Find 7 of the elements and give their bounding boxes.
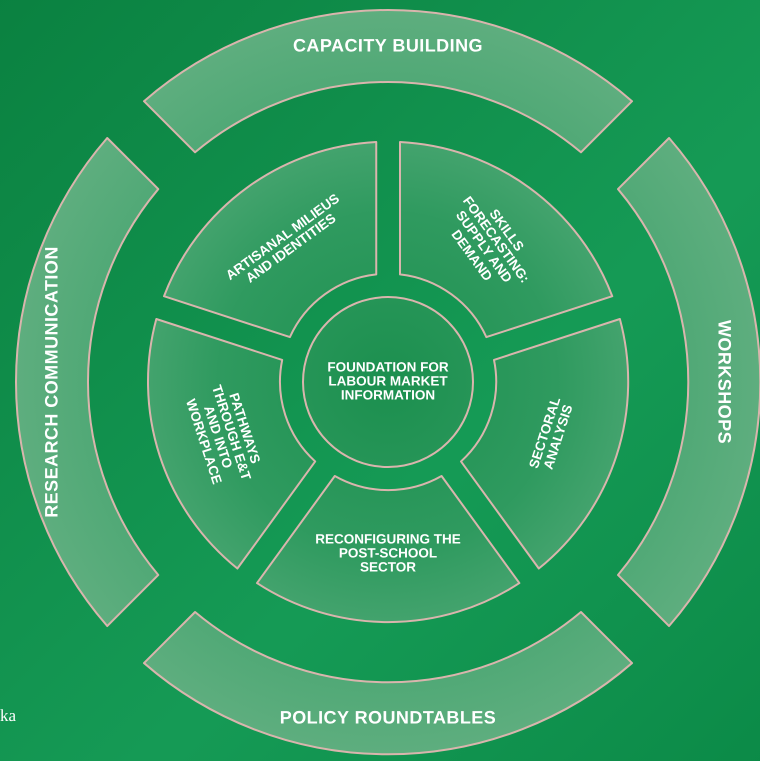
segment-label: RESEARCH COMMUNICATION [42, 245, 62, 520]
segment-label: FOUNDATION FOR LABOUR MARKET INFORMATION [326, 360, 450, 404]
segment-label: RECONFIGURING THE POST-SCHOOL SECTOR [314, 532, 462, 576]
cut-off-text: ka [0, 705, 16, 727]
segment-label: POLICY ROUNDTABLES [278, 708, 498, 728]
segment-label: CAPACITY BUILDING [292, 36, 484, 56]
segment-label: WORKSHOPS [714, 318, 734, 446]
